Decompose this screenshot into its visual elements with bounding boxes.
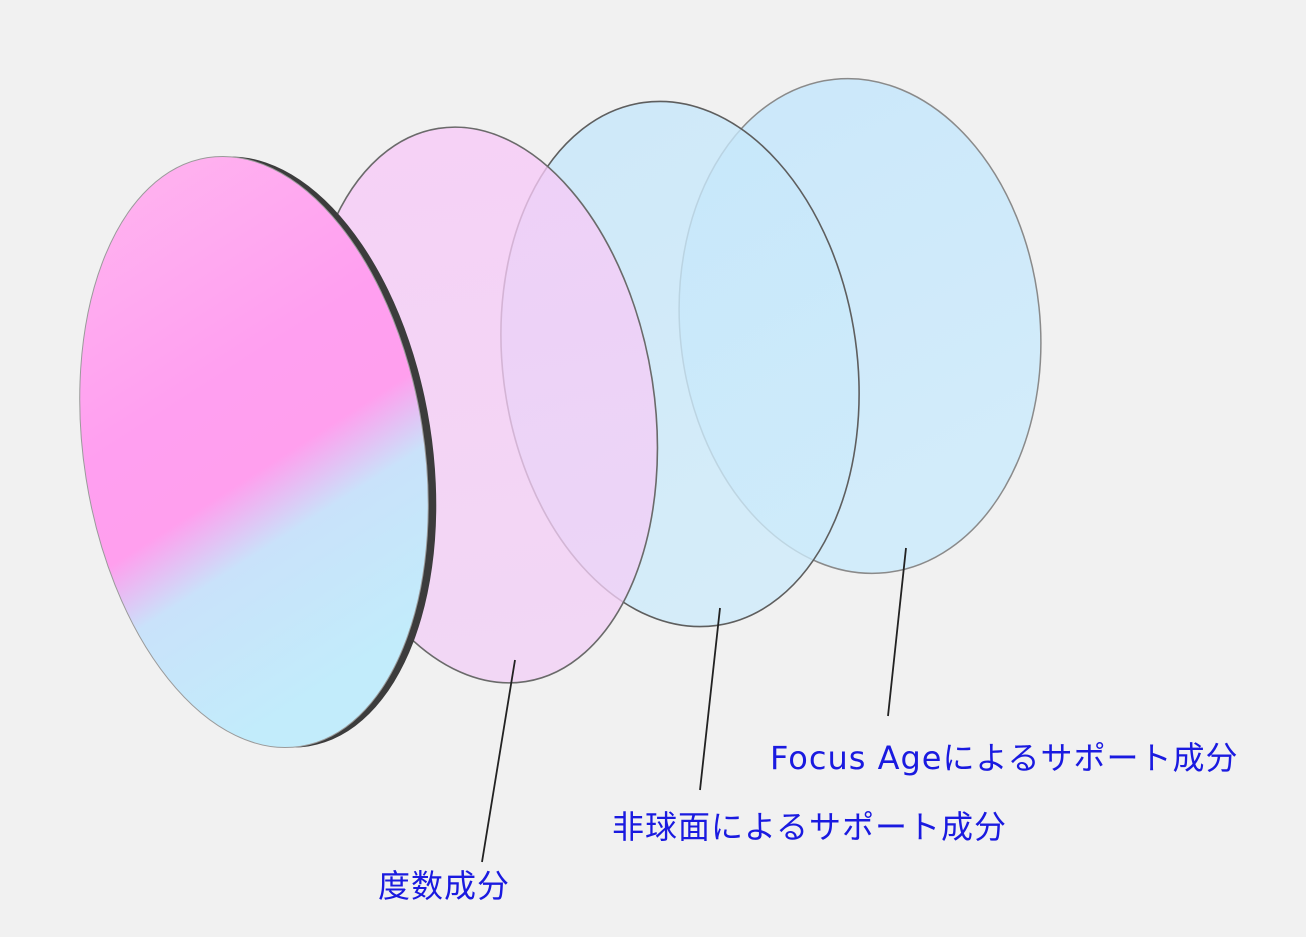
lens-combined xyxy=(79,155,437,749)
leader-line-power xyxy=(481,659,516,863)
label-aspheric-support: 非球面によるサポート成分 xyxy=(612,808,1008,846)
label-power-component: 度数成分 xyxy=(378,867,511,905)
leader-line-focus-age xyxy=(887,547,907,717)
leader-line-aspheric xyxy=(699,607,721,791)
label-focus-age-support: Focus Ageによるサポート成分 xyxy=(770,739,1239,777)
